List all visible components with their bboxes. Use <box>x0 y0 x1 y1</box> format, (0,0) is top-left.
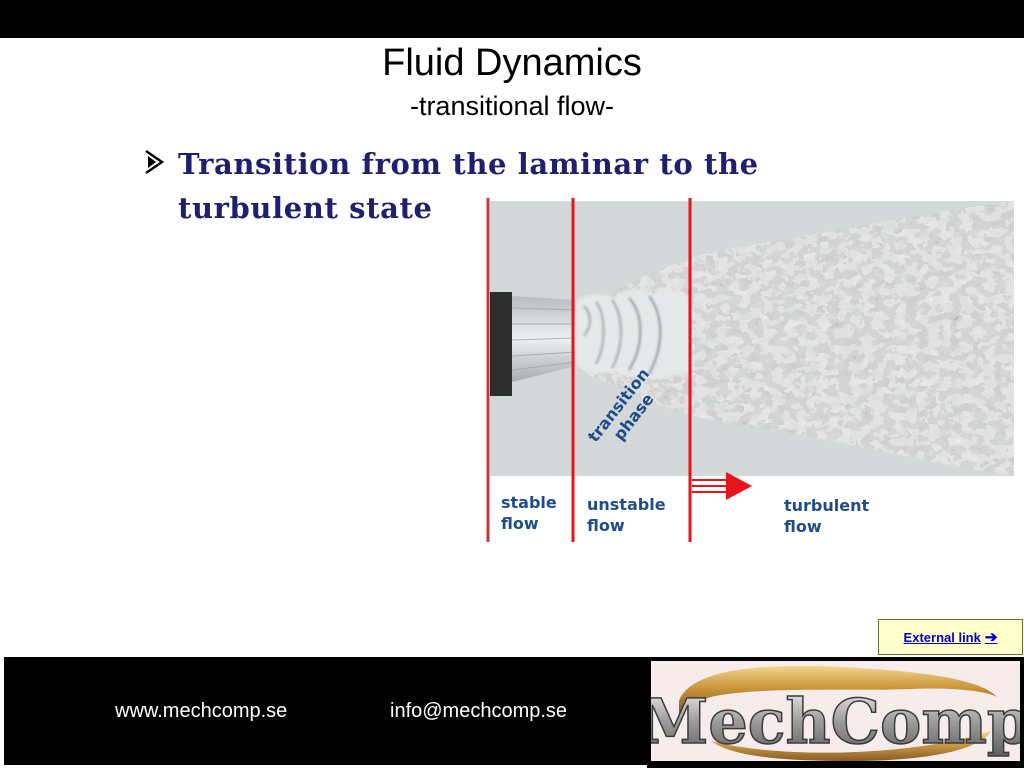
turbulent-flow-label-line-1: turbulent <box>784 496 870 515</box>
bullet-line-2: turbulent state <box>178 191 433 225</box>
external-link-label: External link <box>903 629 981 645</box>
bullet-text: Transition from the laminar to the turbu… <box>178 142 878 230</box>
unstable-flow-label-line-2: flow <box>587 516 625 535</box>
unstable-flow-label-line-1: unstable <box>587 495 666 514</box>
flow-photo-svg <box>486 198 1014 542</box>
footer-website[interactable]: www.mechcomp.se <box>115 700 288 722</box>
top-bar <box>0 0 1024 38</box>
flow-figure <box>484 196 1016 546</box>
flow-direction-arrow-icon <box>692 472 752 500</box>
turbulent-flow-label: turbulent flow <box>784 495 869 537</box>
stable-flow-label-line-1: stable <box>501 493 557 512</box>
turbulent-flow-label-line-2: flow <box>784 517 822 536</box>
footer-bar <box>4 657 647 765</box>
stable-flow-label: stable flow <box>501 492 557 534</box>
footer-email[interactable]: info@mechcomp.se <box>390 700 568 722</box>
arrow-right-icon: ➔ <box>984 629 998 646</box>
unstable-region <box>576 289 689 378</box>
slide-title: Fluid Dynamics <box>382 42 642 84</box>
logo-text: MechComp <box>651 685 1020 758</box>
unstable-flow-label: unstable flow <box>587 494 666 536</box>
external-link[interactable]: External link ➔ <box>904 628 998 646</box>
stable-flow-label-line-2: flow <box>501 514 539 533</box>
logo: MechComp <box>651 661 1020 761</box>
nozzle-icon <box>490 292 512 396</box>
bullet-arrow-icon <box>145 150 165 174</box>
mechcomp-logo-svg: MechComp <box>651 665 1020 761</box>
external-link-box: External link ➔ <box>878 619 1023 655</box>
bullet-line-1: Transition from the laminar to the <box>178 147 759 181</box>
slide-subtitle: -transitional flow- <box>409 91 615 121</box>
